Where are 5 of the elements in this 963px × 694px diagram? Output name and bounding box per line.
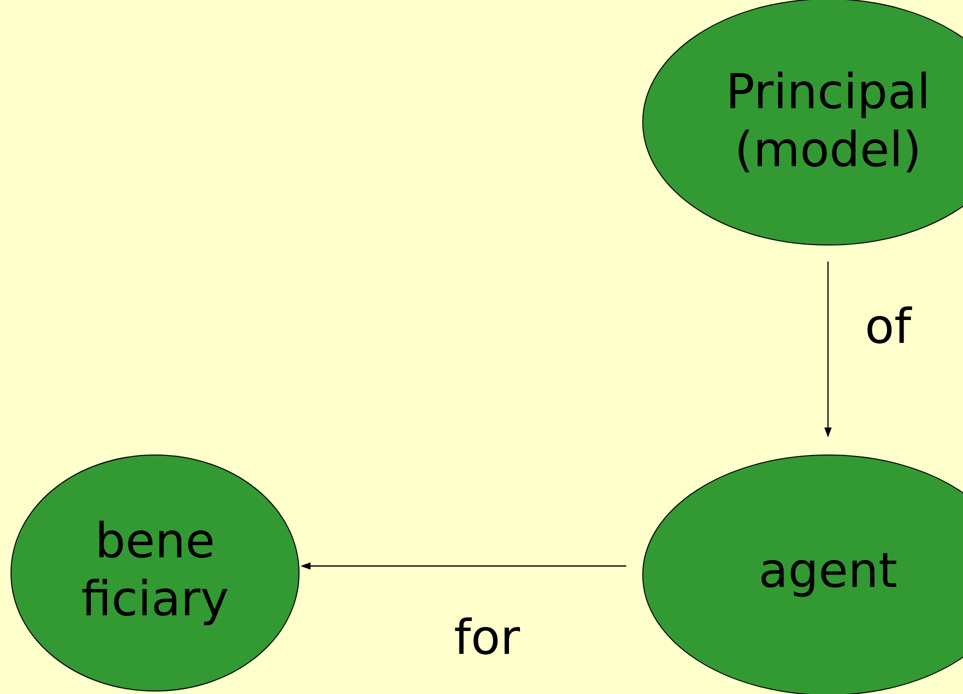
edge-label: for xyxy=(455,617,520,655)
ellipse-node: Principal (model) xyxy=(642,0,963,246)
edge-label: of xyxy=(868,306,912,344)
ellipse-node: agent xyxy=(642,454,963,694)
ellipse-node: bene ficiary xyxy=(10,454,300,692)
